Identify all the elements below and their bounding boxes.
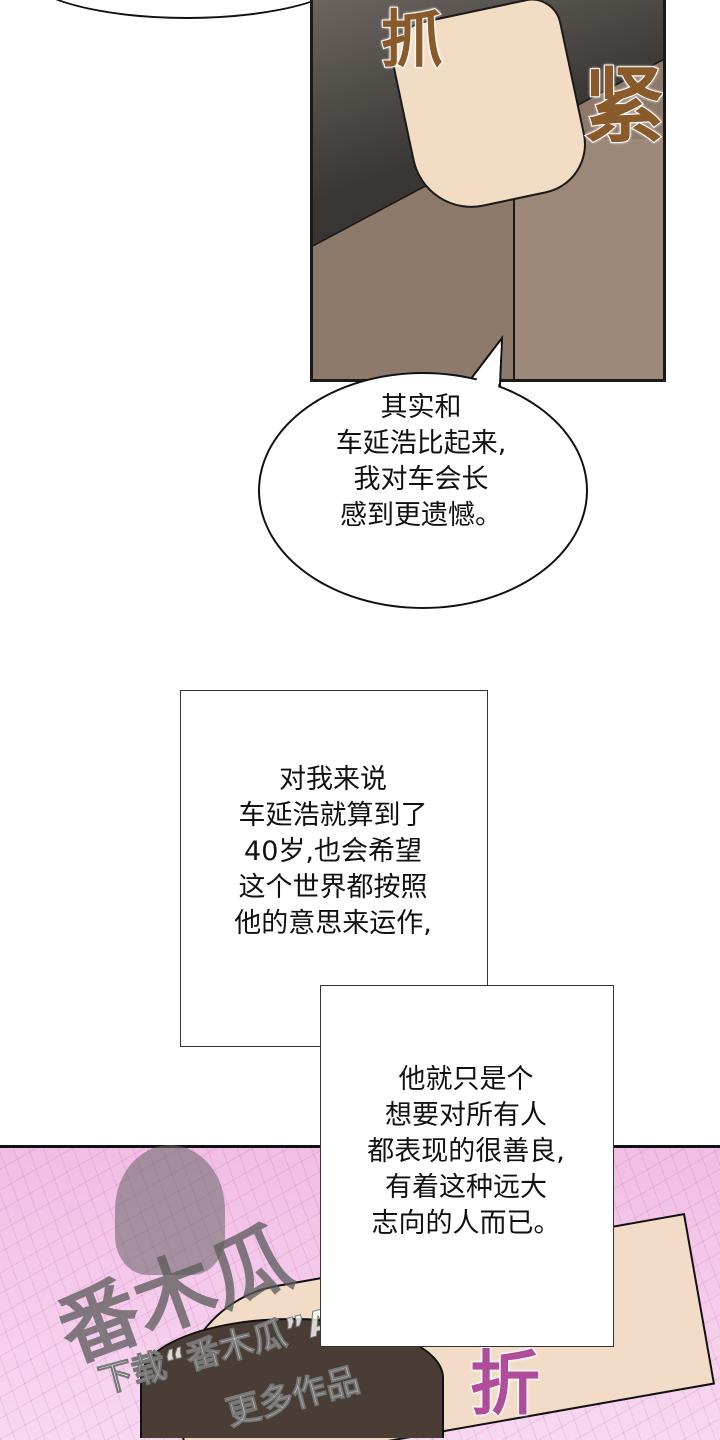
narration-box-2 — [320, 985, 614, 1347]
speech-bubble-text: 其实和 车延浩比起来, 我对车会长 感到更遗憾。 — [258, 390, 584, 534]
speech-line: 我对车会长 — [353, 464, 489, 495]
narration-line: 都表现的很善良, — [367, 1136, 565, 1167]
sfx-grab-2: 紧 — [582, 58, 666, 155]
speech-line: 其实和 — [380, 392, 462, 423]
panel-fist-grab: 抓 紧 — [310, 0, 666, 382]
narration-line: 有着这种远大 — [385, 1172, 547, 1203]
narration-join — [321, 986, 486, 1044]
watermark-logo-icon — [115, 1145, 225, 1275]
narration-line: 想要对所有人 — [385, 1100, 547, 1131]
narration-line: 他的意思来运作, — [234, 908, 432, 939]
narration-line: 40岁,也会希望 — [244, 836, 422, 867]
sfx-bottom: 折 — [469, 1343, 541, 1425]
speech-line: 车延浩比起来, — [335, 428, 507, 459]
sfx-grab-1: 抓 — [380, 2, 444, 77]
watermark: 番木瓜 下载“番木瓜”APP 更多作品 — [46, 1145, 455, 1437]
narration-line: 这个世界都按照 — [238, 872, 428, 903]
narration-line: 他就只是个 — [398, 1064, 534, 1095]
watermark-tagline-2: 更多作品 — [222, 1360, 365, 1435]
tail-cover — [473, 345, 501, 390]
speech-line: 感到更遗憾。 — [340, 500, 502, 531]
narration-line: 车延浩就算到了 — [238, 800, 428, 831]
narration-2-text: 他就只是个 想要对所有人 都表现的很善良, 有着这种远大 志向的人而已。 — [320, 1062, 612, 1242]
narration-line: 志向的人而已。 — [371, 1208, 561, 1239]
narration-1-text: 对我来说 车延浩就算到了 40岁,也会希望 这个世界都按照 他的意思来运作, — [180, 762, 486, 942]
speech-bubble — [258, 372, 588, 609]
narration-line: 对我来说 — [279, 764, 387, 795]
